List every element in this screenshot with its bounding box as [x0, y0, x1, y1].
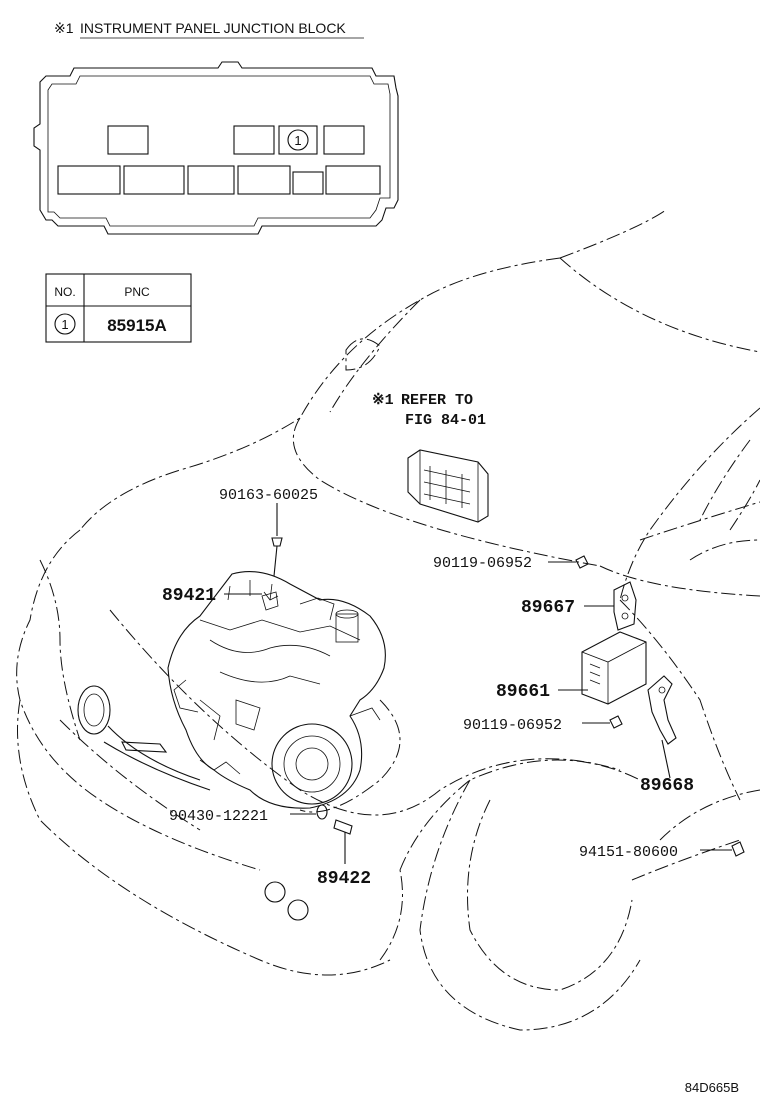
fuse-slot-marked	[278, 125, 318, 155]
refer-line1: REFER TO	[401, 392, 473, 409]
bracket-89667-drawing	[613, 581, 637, 631]
part-89422[interactable]: 89422	[317, 869, 371, 889]
figure-code: 84D665B	[685, 1080, 739, 1095]
part-90163-60025[interactable]: 90163-60025	[219, 487, 318, 504]
pnc-header-no: NO.	[54, 285, 75, 299]
part-89668[interactable]: 89668	[640, 776, 694, 796]
sensor-module-drawing	[581, 631, 647, 705]
junction-block-drawing: 1	[33, 61, 399, 235]
relay-slot	[57, 165, 121, 195]
engine-ecu-drawing	[407, 449, 489, 523]
fuse-slot	[233, 125, 275, 155]
pnc-header-pnc: PNC	[124, 285, 150, 299]
header-mark: ※1	[54, 20, 74, 36]
pnc-table: NO. PNC 1 85915A	[45, 273, 192, 343]
refer-line2: FIG 84-01	[405, 412, 486, 429]
pnc-row-code: 85915A	[107, 316, 167, 335]
leader-lines	[224, 503, 732, 864]
slot-number-circle	[287, 129, 309, 151]
header-title: INSTRUMENT PANEL JUNCTION BLOCK	[80, 20, 346, 36]
fuse-slot	[323, 125, 365, 155]
front-details	[77, 685, 309, 921]
relay-slot	[123, 165, 185, 195]
engine-drawing	[167, 571, 386, 809]
relay-slot	[237, 165, 291, 195]
part-89421[interactable]: 89421	[162, 586, 216, 606]
pnc-row-number-circle	[54, 313, 76, 335]
relay-slot	[325, 165, 381, 195]
refer-mark: ※1	[372, 392, 394, 409]
pnc-row-no: 1	[61, 317, 68, 332]
part-89661[interactable]: 89661	[496, 682, 550, 702]
part-89667[interactable]: 89667	[521, 598, 575, 618]
relay-slot	[292, 171, 324, 195]
part-90119-06952-upper[interactable]: 90119-06952	[433, 555, 532, 572]
part-90430-12221[interactable]: 90430-12221	[169, 808, 268, 825]
bracket-89668-drawing	[647, 675, 677, 745]
part-90119-06952-lower[interactable]: 90119-06952	[463, 717, 562, 734]
relay-slot	[187, 165, 235, 195]
vehicle-outline	[16, 209, 760, 1031]
part-94151-80600[interactable]: 94151-80600	[579, 844, 678, 861]
slot-number: 1	[294, 133, 301, 148]
fuse-slot	[107, 125, 149, 155]
fasteners	[263, 537, 745, 857]
